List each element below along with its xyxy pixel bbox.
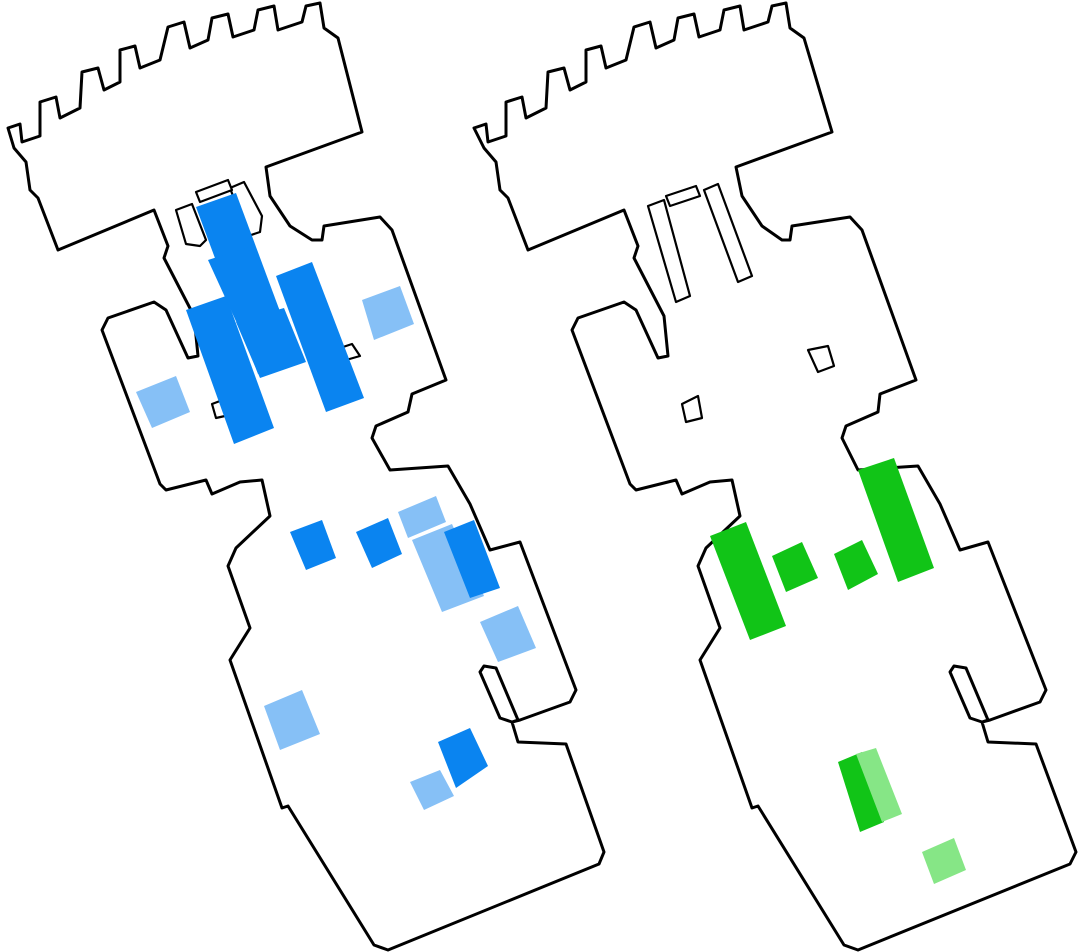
stair-outline [174, 202, 208, 248]
highlight-block-light [362, 286, 414, 340]
floor-plan-right [472, 1, 1078, 952]
highlight-block-light [922, 838, 966, 884]
highlight-block-strong [208, 246, 282, 330]
highlight-block-light [410, 770, 454, 810]
highlight-block-light [136, 376, 190, 428]
highlight-block-strong [186, 296, 274, 444]
highlight-block-strong [710, 522, 786, 640]
stair-outline [194, 178, 234, 204]
building-outline [6, 1, 606, 952]
highlight-block-strong [444, 520, 500, 598]
highlight-block-strong [356, 518, 402, 568]
highlight-block-light [856, 748, 902, 822]
highlight-block-light [412, 524, 484, 612]
highlight-block-strong [838, 752, 884, 832]
marks-left [136, 193, 536, 810]
notch-outline [478, 664, 520, 724]
highlight-block-light [264, 690, 320, 750]
highlight-block-strong [834, 540, 878, 590]
highlight-block-strong [276, 262, 364, 412]
notch-outline [948, 664, 990, 724]
highlight-block-light [398, 496, 446, 538]
highlight-block-strong [290, 520, 336, 570]
highlight-block-strong [772, 542, 818, 592]
marks-right [710, 458, 966, 884]
highlight-block-strong [438, 728, 488, 788]
stair-outline [680, 394, 704, 424]
highlight-block-strong [858, 458, 934, 582]
stair-outline [806, 344, 836, 374]
building-outline [472, 1, 1078, 952]
highlight-block-light [480, 606, 536, 662]
stair-outline [664, 184, 702, 208]
stair-outline [702, 182, 754, 284]
stair-outline [646, 198, 692, 304]
